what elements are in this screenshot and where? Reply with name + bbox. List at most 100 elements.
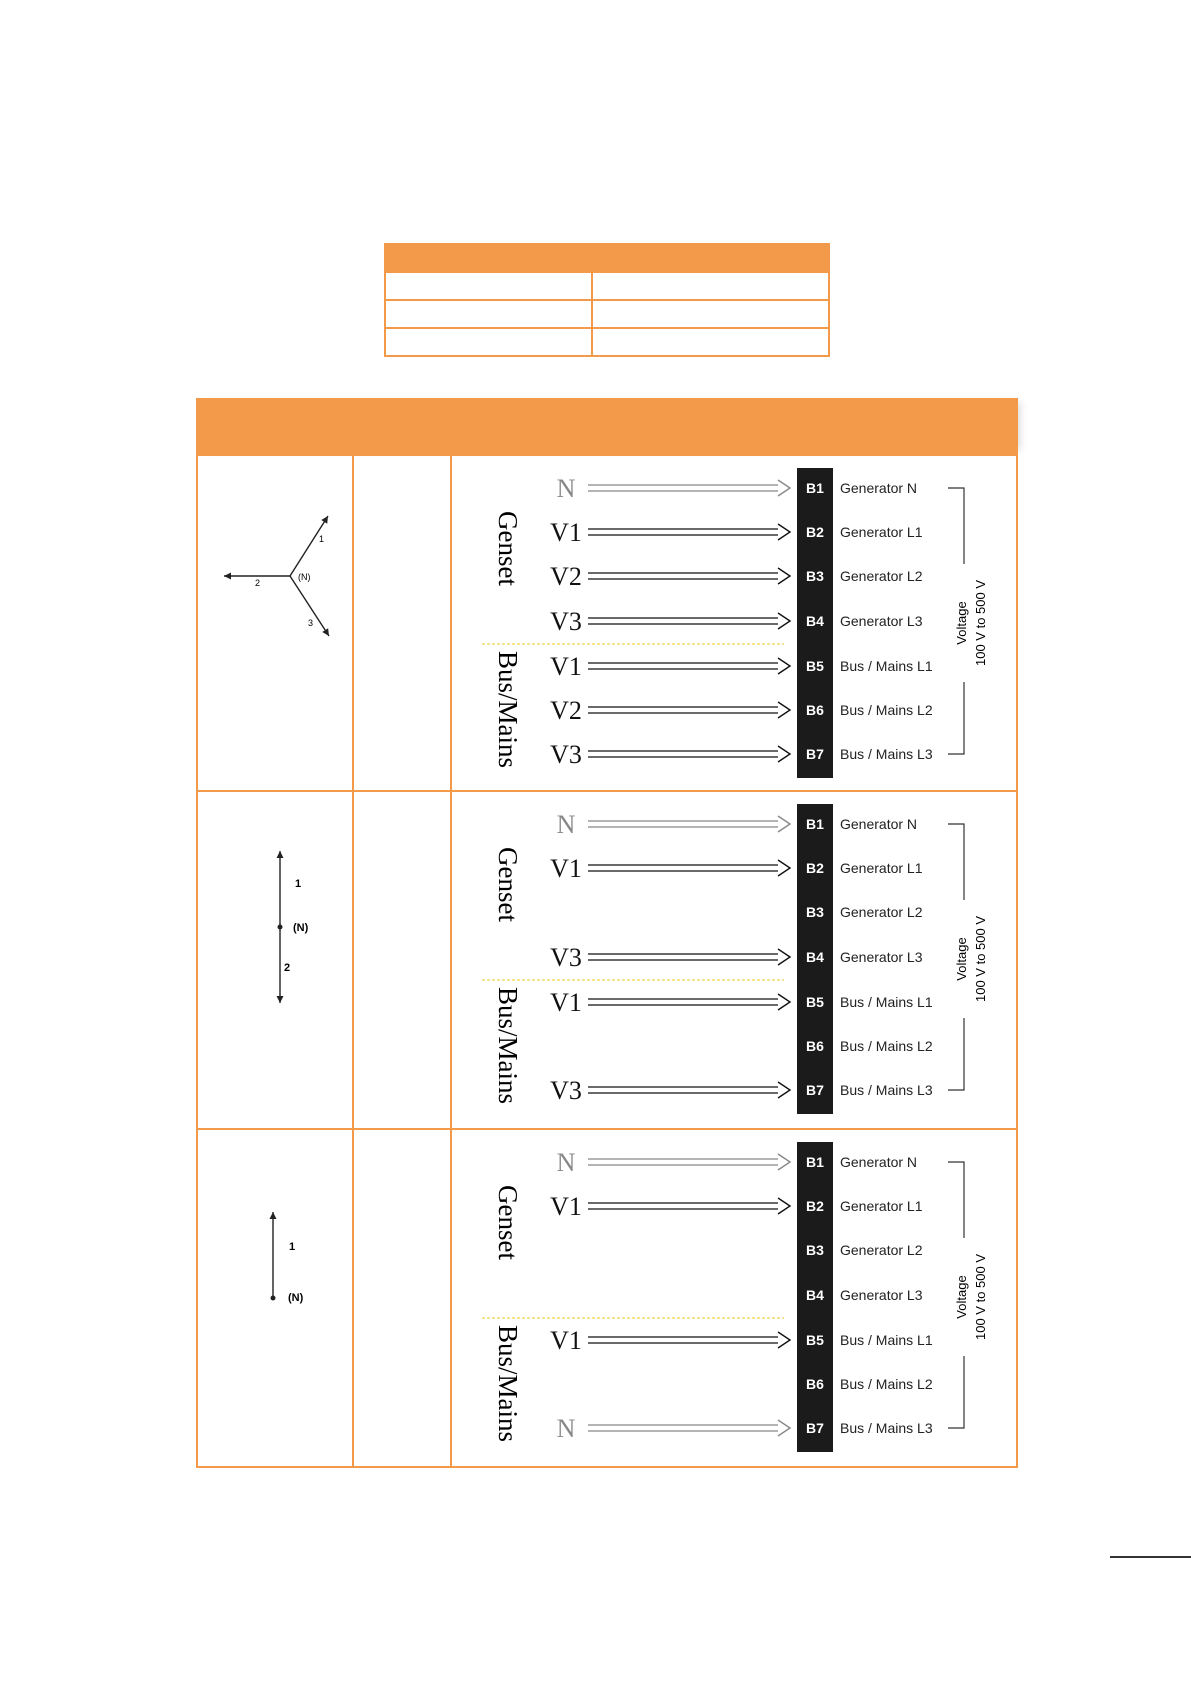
empty-cell [354,456,452,790]
input-label: V1 [550,652,582,681]
terminal-label: Generator N [840,816,917,832]
terminal-label: Generator L2 [840,904,923,920]
terminal-label: Generator L1 [840,1198,923,1214]
wire-arrowhead-icon [777,701,792,719]
input-label: V1 [550,988,582,1017]
wire-arrowhead-icon [777,657,792,675]
neutral-dot [277,924,283,930]
phasor-label: 3 [308,618,313,628]
voltage-bracket-top [948,823,965,900]
input-label: N [557,474,576,503]
bus-mains-label: Bus/Mains [493,651,523,768]
input-label: V3 [550,943,582,972]
wire-arrowhead-icon [777,1197,792,1215]
terminal-id: B3 [806,1242,824,1258]
input-label: V2 [550,562,582,591]
terminal-label: Bus / Mains L3 [840,746,933,762]
terminal-id: B3 [806,904,824,920]
voltage-range-label: 100 V to 500 V [973,1254,988,1340]
voltage-label: Voltage [954,1275,969,1318]
wire-arrowhead-icon [777,815,792,833]
bus-mains-label: Bus/Mains [493,987,523,1104]
voltage-label: Voltage [954,937,969,980]
terminal-label: Bus / Mains L2 [840,702,933,718]
terminal-label: Bus / Mains L1 [840,658,933,674]
wire-arrowhead-icon [777,1419,792,1437]
voltage-label: Voltage [954,601,969,644]
genset-label: Genset [493,511,523,586]
table-cell [593,301,828,327]
page-number-rule [1110,1556,1191,1558]
terminal-id: B1 [806,1154,824,1170]
voltage-bracket-bottom [948,1356,965,1429]
phasor-diagram: 1(N) [269,1212,304,1304]
input-label: V3 [550,607,582,636]
phasor-label: (N) [288,1292,304,1304]
terminal-block [797,804,833,1114]
table-cell [593,329,828,355]
terminal-id: B6 [806,1038,824,1054]
terminal-label: Bus / Mains L1 [840,994,933,1010]
voltage-range-label: 100 V to 500 V [973,916,988,1002]
terminal-id: B7 [806,746,824,762]
genset-label: Genset [493,847,523,922]
terminal-id: B7 [806,1420,824,1436]
terminal-label: Generator N [840,1154,917,1170]
phasor-cell: 1(N) [198,1130,354,1466]
voltage-range-label: 100 V to 500 V [973,580,988,666]
arrowhead-icon [276,996,284,1003]
input-label: V3 [550,1076,582,1105]
wire-arrowhead-icon [777,859,792,877]
phasor-label: (N) [298,572,311,582]
wire-arrowhead-icon [777,612,792,630]
bus-mains-label: Bus/Mains [493,1325,523,1442]
wire-arrowhead-icon [777,1153,792,1171]
empty-cell [354,1130,452,1466]
terminal-id: B5 [806,1332,824,1348]
voltage-bracket-top [948,487,965,564]
input-label: V1 [550,1326,582,1355]
table-cell [386,329,593,355]
wire-arrowhead-icon [777,948,792,966]
terminal-label: Generator N [840,480,917,496]
terminal-label: Generator L1 [840,524,923,540]
arrowhead-icon [269,1212,277,1219]
terminal-block [797,468,833,778]
input-label: N [557,1414,576,1443]
phasor-label: 2 [284,962,290,974]
terminal-block [797,1142,833,1452]
phasor-label: 2 [255,578,260,588]
input-label: V1 [550,518,582,547]
empty-cell [354,792,452,1128]
phasor-cell: 1 2 3 (N) [198,456,354,790]
arrowhead-icon [322,628,329,636]
wire-arrowhead-icon [777,479,792,497]
terminal-id: B4 [806,613,824,629]
voltage-bracket-top [948,1161,965,1238]
phasor-cell: 1(N)2 [198,792,354,1128]
terminal-label: Generator L3 [840,949,923,965]
arrowhead-icon [321,516,328,524]
wire-arrowhead-icon [777,567,792,585]
summary-table-header [384,243,830,273]
terminal-id: B6 [806,702,824,718]
input-label: V1 [550,854,582,883]
summary-table-row [384,301,830,329]
terminal-label: Bus / Mains L3 [840,1420,933,1436]
wire-arrowhead-icon [777,1331,792,1349]
voltage-bracket-bottom [948,682,965,755]
terminal-id: B2 [806,860,824,876]
input-label: V2 [550,696,582,725]
terminal-id: B3 [806,568,824,584]
phasor-vector-3 [289,575,330,637]
phasor-label: 1 [319,534,324,544]
terminal-id: B2 [806,524,824,540]
wire-arrowhead-icon [777,1081,792,1099]
